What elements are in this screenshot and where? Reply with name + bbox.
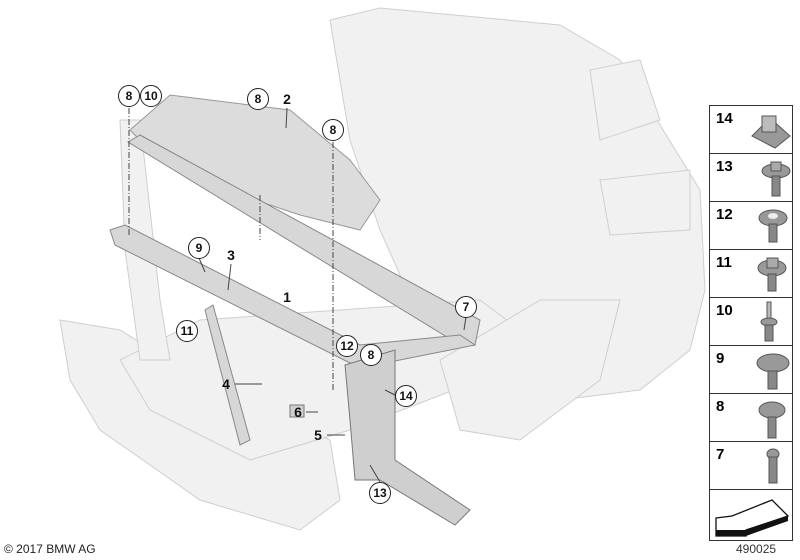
legend-item-9[interactable]: 9	[709, 345, 793, 393]
callout-8: 8	[118, 85, 140, 107]
legend-number: 10	[716, 302, 733, 319]
legend-number: 12	[716, 206, 733, 223]
washer-screw-icon	[756, 353, 790, 390]
legend-item-7[interactable]: 7	[709, 441, 793, 489]
legend-number: 14	[716, 110, 733, 127]
lock-carrier-bracket	[289, 349, 471, 526]
callout-14: 14	[395, 385, 417, 407]
label-2: 2	[283, 91, 291, 107]
leader-lines	[128, 108, 334, 390]
direction-arrow-icon	[715, 499, 790, 537]
legend-item-8[interactable]: 8	[709, 393, 793, 441]
callout-13: 13	[369, 482, 391, 504]
crossmember-bars	[109, 134, 481, 446]
legend-item-14[interactable]: 14	[709, 105, 793, 153]
washer-screw-icon	[758, 401, 786, 439]
stud-bolt-icon	[760, 301, 778, 342]
legend-number: 11	[716, 254, 732, 271]
fastener-legend: 14 13 12 11 10 9 8 7	[709, 105, 793, 541]
label-4: 4	[222, 376, 230, 392]
legend-item-11[interactable]: 11	[709, 249, 793, 297]
copyright-text: © 2017 BMW AG	[4, 542, 96, 556]
image-number: 490025	[736, 542, 777, 556]
callout-11: 11	[176, 320, 198, 342]
callout-7: 7	[455, 296, 477, 318]
legend-number: 9	[716, 350, 725, 367]
legend-number: 7	[716, 446, 725, 463]
legend-item-13[interactable]: 13	[709, 153, 793, 201]
label-5: 5	[314, 427, 322, 443]
callout-8: 8	[247, 88, 269, 110]
callout-12: 12	[336, 335, 358, 357]
torx-washer-bolt-icon	[758, 209, 788, 243]
small-bolt-icon	[766, 448, 780, 484]
legend-item-12[interactable]: 12	[709, 201, 793, 249]
label-3: 3	[227, 247, 235, 263]
callout-10: 10	[140, 85, 162, 107]
clip-nut-icon	[751, 115, 791, 149]
legend-number: 13	[716, 158, 733, 175]
direction-arrow-box	[709, 489, 793, 541]
callout-8: 8	[322, 119, 344, 141]
label-6: 6	[294, 404, 302, 420]
label-1: 1	[283, 289, 291, 305]
legend-item-10[interactable]: 10	[709, 297, 793, 345]
torx-washer-bolt-icon	[757, 257, 787, 292]
hex-flange-bolt-icon	[761, 161, 791, 197]
callout-8: 8	[360, 344, 382, 366]
callout-9: 9	[188, 237, 210, 259]
legend-number: 8	[716, 398, 725, 415]
